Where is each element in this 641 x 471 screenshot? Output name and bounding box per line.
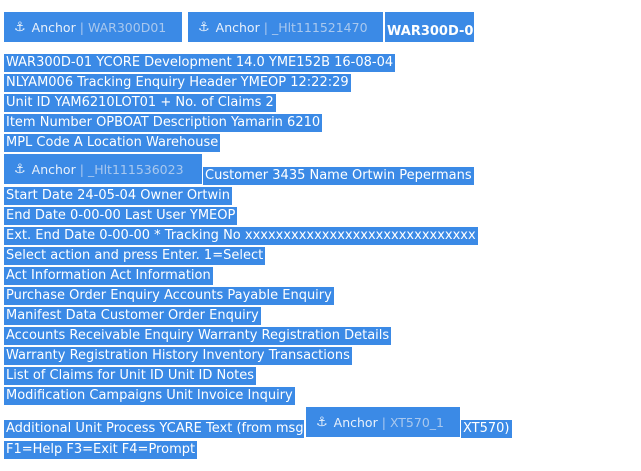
- text-line: Modification Campaigns Unit Invoice Inqu…: [4, 387, 295, 405]
- anchor-label: Anchor: [31, 19, 76, 35]
- text-line: Select action and press Enter. 1=Select: [4, 247, 266, 265]
- anchor-hlt111521470[interactable]: ⚓ Anchor | _Hlt111521470: [188, 12, 383, 42]
- text-line: WAR300D-01 YCORE Development 14.0 YME152…: [4, 54, 396, 72]
- anchor-war300d01[interactable]: ⚓ Anchor | WAR300D01: [4, 12, 182, 42]
- text-line: Unit ID YAM6210LOT01 + No. of Claims 2: [4, 94, 276, 112]
- text-line: Ext. End Date 0-00-00 * Tracking No xxxx…: [4, 227, 478, 245]
- text-line: List of Claims for Unit ID Unit ID Notes: [4, 367, 257, 385]
- anchor-name: _Hlt111536023: [87, 161, 184, 177]
- text-line: XT570): [461, 420, 512, 438]
- anchor-xt570-1[interactable]: ⚓ Anchor | XT570_1: [306, 407, 460, 437]
- text-line: Item Number OPBOAT Description Yamarin 6…: [4, 114, 323, 132]
- text-line: F1=Help F3=Exit F4=Prompt: [4, 441, 198, 459]
- anchor-icon: ⚓: [198, 19, 210, 35]
- text-line: Customer 3435 Name Ortwin Pepermans: [203, 167, 474, 185]
- text-line: End Date 0-00-00 Last User YMEOP: [4, 207, 238, 225]
- text-line: Manifest Data Customer Order Enquiry: [4, 307, 261, 325]
- text-line: Warranty Registration History Inventory …: [4, 347, 352, 365]
- anchor-label: Anchor: [333, 414, 378, 430]
- text-line: Start Date 24-05-04 Owner Ortwin: [4, 187, 232, 205]
- anchor-hlt111536023[interactable]: ⚓ Anchor | _Hlt111536023: [4, 154, 202, 184]
- anchor-icon: ⚓: [14, 19, 26, 35]
- anchor-name: _Hlt111521470: [271, 19, 368, 35]
- anchor-name: XT570_1: [389, 414, 444, 430]
- page-heading: WAR300D-01: [385, 12, 482, 42]
- text-line: Purchase Order Enquiry Accounts Payable …: [4, 287, 334, 305]
- anchor-icon: ⚓: [316, 414, 328, 430]
- text-line: Accounts Receivable Enquiry Warranty Reg…: [4, 327, 392, 345]
- text-line: Additional Unit Process YCARE Text (from…: [4, 420, 323, 438]
- anchor-name: WAR300D01: [87, 19, 167, 35]
- text-line: Act Information Act Information: [4, 267, 213, 285]
- anchor-label: Anchor: [215, 19, 260, 35]
- anchor-label: Anchor: [31, 161, 76, 177]
- text-line: NLYAM006 Tracking Enquiry Header YMEOP 1…: [4, 74, 351, 92]
- text-line: MPL Code A Location Warehouse: [4, 134, 221, 152]
- anchor-icon: ⚓: [14, 161, 26, 177]
